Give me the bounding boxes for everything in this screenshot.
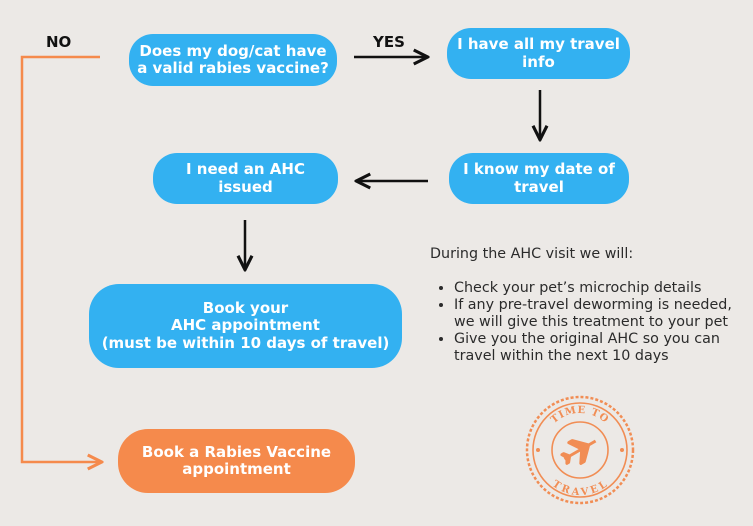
svg-text:TRAVEL: TRAVEL: [550, 479, 610, 499]
ahc-visit-intro: During the AHC visit we will:: [430, 246, 634, 262]
list-item: If any pre-travel deworming is needed, w…: [454, 297, 750, 331]
book-rabies-node: Book a Rabies Vaccine appointment: [118, 429, 355, 493]
no-arrow: [20, 55, 100, 462]
airplane-icon: [560, 439, 597, 465]
need-ahc-node: I need an AHC issued: [153, 153, 338, 204]
yes-label: YES: [373, 33, 405, 51]
rabies-question-node: Does my dog/cat have a valid rabies vacc…: [129, 34, 337, 86]
travel-date-node: I know my date of travel: [449, 153, 629, 204]
stamp-bottom-text: TRAVEL: [550, 479, 609, 499]
no-label: NO: [46, 33, 72, 51]
list-item: Give you the original AHC so you can tra…: [454, 331, 750, 365]
ahc-visit-info: During the AHC visit we will: Check your…: [430, 246, 750, 365]
ahc-visit-list: Check your pet’s microchip details If an…: [430, 280, 750, 365]
list-item: Check your pet’s microchip details: [454, 280, 750, 297]
book-ahc-node: Book your AHC appointment (must be withi…: [89, 284, 402, 368]
travel-info-node: I have all my travel info: [447, 28, 630, 79]
